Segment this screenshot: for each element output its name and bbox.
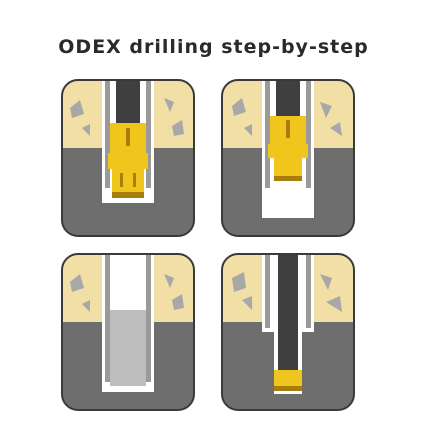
step-2-reaming-icon <box>221 79 355 237</box>
step-3-casing-icon <box>61 253 195 411</box>
step-4-rock-drilling-icon <box>221 253 355 411</box>
diagram-title: ODEX drilling step-by-step <box>58 36 369 58</box>
step-1-drilling-icon <box>61 79 195 237</box>
